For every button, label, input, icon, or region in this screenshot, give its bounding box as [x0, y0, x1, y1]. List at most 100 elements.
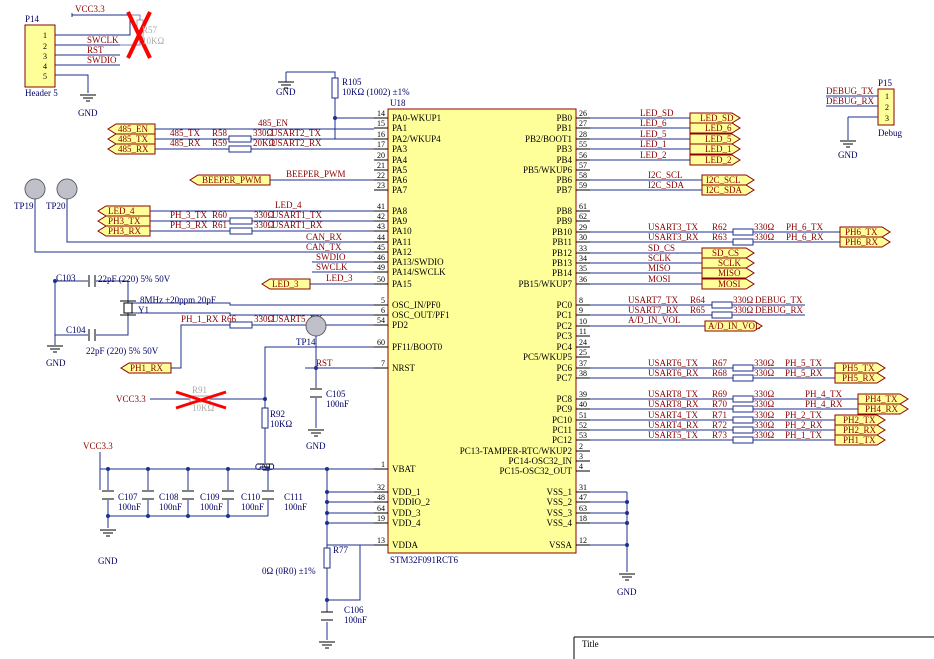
svg-text:MISO: MISO	[648, 263, 671, 273]
svg-text:LED_2: LED_2	[640, 150, 667, 160]
svg-text:USART1_TX: USART1_TX	[272, 210, 322, 220]
svg-text:330Ω: 330Ω	[253, 128, 274, 138]
test-points: TP19 TP20 TP14	[14, 178, 327, 347]
svg-text:PH_4_RX: PH_4_RX	[805, 399, 843, 409]
pin-name-right: PC5/WKUP5	[523, 352, 573, 362]
pin-name-right: VSS_3	[546, 508, 572, 518]
svg-text:USART8_TX: USART8_TX	[648, 389, 698, 399]
pin-name-left: PA2/WKUP4	[392, 134, 441, 144]
pin-number-left: 16	[377, 130, 385, 139]
svg-text:MISO: MISO	[718, 268, 741, 278]
svg-text:R66: R66	[221, 314, 237, 324]
svg-text:VCC3.3: VCC3.3	[75, 4, 105, 14]
svg-text:BEEPER_PWM: BEEPER_PWM	[202, 175, 262, 185]
pin-number-right: 61	[579, 202, 587, 211]
pin-number-right: 38	[579, 369, 587, 378]
svg-text:100nF: 100nF	[200, 502, 223, 512]
pin-number-right: 28	[579, 130, 587, 139]
pin-name-left: PA8	[392, 206, 408, 216]
pin-number-right: 8	[579, 296, 583, 305]
pin-number-right: 30	[579, 233, 587, 242]
pin-name-right: PC8	[556, 394, 572, 404]
pin-number-left: 46	[377, 253, 385, 262]
svg-text:PH_2_TX: PH_2_TX	[785, 410, 823, 420]
pin-name-right: PC6	[556, 363, 572, 373]
svg-text:USART3_TX: USART3_TX	[648, 222, 698, 232]
svg-text:100nF: 100nF	[159, 502, 182, 512]
svg-text:LED_6: LED_6	[705, 123, 732, 133]
pin-name-right: PB11	[552, 237, 572, 247]
svg-text:10KΩ: 10KΩ	[192, 403, 214, 413]
pin-number-left: 41	[377, 202, 385, 211]
svg-text:10KΩ: 10KΩ	[270, 419, 292, 429]
pin-name-left: NRST	[392, 363, 416, 373]
svg-text:485_RX: 485_RX	[118, 144, 149, 154]
svg-text:Y1: Y1	[138, 305, 149, 315]
pin-name-left: VDDA	[392, 540, 418, 550]
svg-text:330Ω: 330Ω	[254, 314, 275, 324]
pin-name-right: PC12	[552, 435, 572, 445]
svg-text:330Ω: 330Ω	[254, 220, 275, 230]
svg-text:2: 2	[885, 103, 889, 112]
svg-text:LED_5: LED_5	[705, 134, 732, 144]
svg-text:P15: P15	[878, 78, 893, 88]
pin-name-right: PB2/BOOT1	[525, 134, 572, 144]
svg-text:100nF: 100nF	[344, 615, 367, 625]
svg-text:485_EN: 485_EN	[258, 118, 288, 128]
pin-name-left: PA12	[392, 247, 412, 257]
pin-number-right: 33	[579, 244, 587, 253]
pin-number-left: 45	[377, 243, 385, 252]
svg-text:R61: R61	[212, 220, 227, 230]
svg-text:PH1_RX: PH1_RX	[130, 363, 164, 373]
pin-number-left: 49	[377, 263, 385, 272]
pin-name-right: PB10	[552, 227, 573, 237]
svg-text:GND: GND	[78, 108, 98, 118]
pin-number-right: 37	[579, 359, 587, 368]
svg-text:C109: C109	[200, 492, 220, 502]
svg-text:DEBUG_TX: DEBUG_TX	[826, 86, 874, 96]
pin-number-right: 2	[579, 442, 583, 451]
left-ports: 485_EN 485_TX 485_RX BEEPER_PWM LED_4 PH…	[97, 123, 311, 374]
svg-text:3: 3	[885, 114, 889, 123]
pin-number-left: 7	[381, 359, 385, 368]
svg-text:PH_1_TX: PH_1_TX	[785, 430, 823, 440]
svg-text:PH2_TX: PH2_TX	[843, 415, 876, 425]
svg-text:R91: R91	[192, 385, 207, 395]
pin-number-right: 63	[579, 504, 587, 513]
svg-text:R59: R59	[212, 138, 228, 148]
svg-text:LED_4: LED_4	[275, 200, 302, 210]
pin-name-right: PB5/WKUP6	[523, 165, 573, 175]
svg-text:PH6_RX: PH6_RX	[845, 237, 879, 247]
svg-text:485_RX: 485_RX	[170, 138, 201, 148]
pin-name-left: PA10	[392, 226, 412, 236]
svg-text:DEBUG_TX: DEBUG_TX	[755, 295, 803, 305]
pin-name-left: PA7	[392, 185, 408, 195]
svg-text:SCLK: SCLK	[718, 258, 742, 268]
svg-text:PH_3_TX: PH_3_TX	[170, 210, 208, 220]
svg-text:GND: GND	[98, 556, 118, 566]
pin-number-right: 36	[579, 275, 587, 284]
pin-number-right: 3	[579, 452, 583, 461]
pin-number-right: 57	[579, 161, 587, 170]
svg-text:8MHz ±20ppm 20pF: 8MHz ±20ppm 20pF	[140, 295, 216, 305]
pin-name-left: PA14/SWCLK	[392, 267, 446, 277]
svg-text:LED_4: LED_4	[108, 206, 135, 216]
svg-text:USART4_TX: USART4_TX	[648, 410, 698, 420]
svg-text:PH1_TX: PH1_TX	[843, 435, 876, 445]
svg-text:330Ω: 330Ω	[754, 232, 775, 242]
svg-text:USART8_RX: USART8_RX	[648, 399, 699, 409]
pin-name-right: PB6	[556, 175, 572, 185]
pin-name-right: VSS_4	[546, 518, 572, 528]
svg-text:R65: R65	[690, 305, 706, 315]
pin-number-right: 4	[579, 462, 583, 471]
svg-text:330Ω: 330Ω	[754, 420, 775, 430]
pin-name-left: PA11	[392, 237, 411, 247]
pin-number-right: 27	[579, 119, 587, 128]
pin-number-right: 10	[579, 317, 587, 326]
svg-text:A/D_IN_VOL: A/D_IN_VOL	[708, 321, 761, 331]
junction-dots	[53, 116, 629, 602]
svg-text:TP20: TP20	[46, 201, 66, 211]
svg-text:0Ω (0R0) ±1%: 0Ω (0R0) ±1%	[262, 566, 316, 576]
svg-text:R60: R60	[212, 210, 228, 220]
svg-text:330Ω: 330Ω	[754, 368, 775, 378]
